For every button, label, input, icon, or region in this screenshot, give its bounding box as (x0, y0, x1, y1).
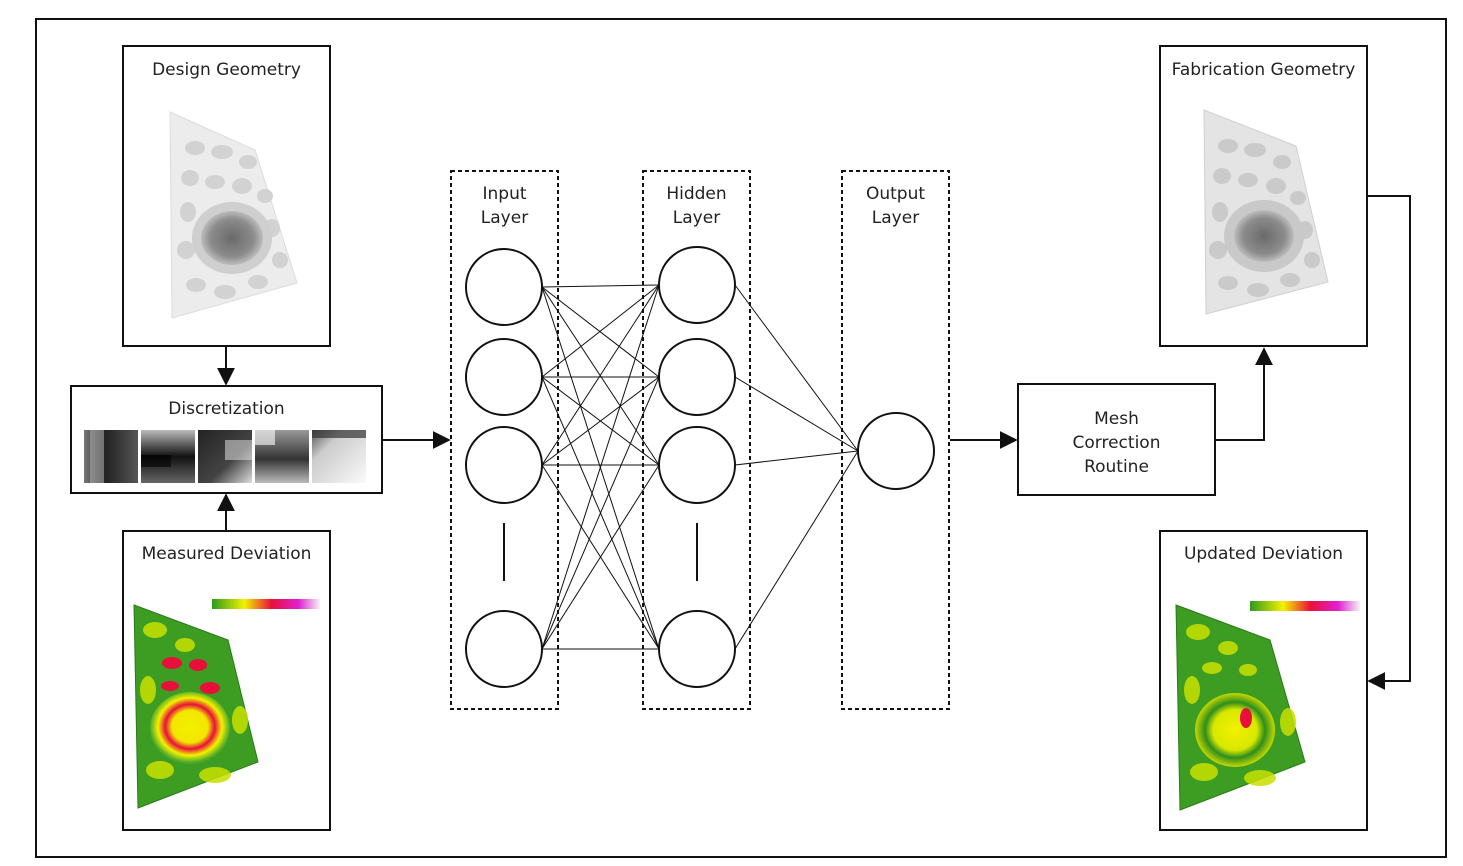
mesh-correction-box: Mesh Correction Routine (1017, 383, 1216, 496)
input-node-3 (465, 426, 543, 504)
hidden-layer-label-line1: Hidden (666, 184, 726, 204)
output-layer: Output Layer (841, 170, 950, 710)
connection-hidden-2-output (734, 376, 859, 452)
hidden-node-2 (658, 338, 736, 416)
hidden-node-n (658, 610, 736, 688)
arrow-fabrication-to-updated-deviation (1367, 195, 1411, 690)
updated-deviation-panel: Updated Deviation (1159, 530, 1368, 831)
connection-input-4-hidden-3 (541, 464, 660, 650)
mesh-correction-line2: Correction (1073, 433, 1161, 453)
connection-input-4-hidden-2 (541, 376, 660, 650)
input-node-n (465, 610, 543, 688)
connection-input-2-hidden-1 (541, 284, 660, 378)
connection-input-4-hidden-1 (541, 284, 660, 650)
input-node-1 (465, 248, 543, 326)
fabrication-geometry-panel: Fabrication Geometry (1159, 45, 1368, 347)
connection-input-1-hidden-1 (541, 284, 660, 288)
fabrication-geometry-image (1203, 109, 1329, 315)
updated-color-scale (1250, 601, 1360, 611)
measured-deviation-title: Measured Deviation (142, 544, 312, 564)
hidden-layer: Hidden Layer (642, 170, 751, 710)
design-geometry-image (169, 111, 298, 319)
mesh-correction-line3: Routine (1084, 457, 1149, 477)
discretization-title: Discretization (168, 399, 284, 419)
connection-input-3-hidden-1 (541, 284, 660, 466)
hidden-node-1 (658, 246, 736, 324)
output-node (857, 412, 935, 490)
input-layer: Input Layer (450, 170, 559, 710)
measured-deviation-map (133, 604, 259, 809)
flow-arrows (217, 195, 1411, 690)
updated-deviation-map (1175, 604, 1306, 811)
hidden-node-3 (658, 426, 736, 504)
connection-input-1-hidden-3 (541, 286, 660, 466)
connection-input-3-hidden-2 (541, 376, 660, 466)
design-geometry-panel: Design Geometry (122, 45, 331, 347)
output-layer-label-line2: Layer (872, 208, 919, 228)
input-layer-label-line1: Input (482, 184, 526, 204)
updated-deviation-title: Updated Deviation (1184, 544, 1343, 564)
arrow-mesh-correction-to-fabrication (1216, 347, 1273, 441)
connection-hidden-4-output (734, 450, 859, 650)
discretization-tiles (84, 430, 366, 483)
fabrication-geometry-title: Fabrication Geometry (1172, 60, 1356, 80)
design-geometry-title: Design Geometry (152, 60, 301, 80)
network-connections (541, 284, 859, 650)
measured-deviation-panel: Measured Deviation (122, 530, 331, 831)
connection-input-1-hidden-2 (541, 286, 660, 378)
discretization-panel: Discretization (70, 385, 383, 494)
connection-hidden-1-output (734, 284, 859, 452)
deviation-color-scale (212, 599, 320, 609)
outer-frame (35, 18, 1447, 858)
hidden-layer-label-line2: Layer (673, 208, 720, 228)
mesh-correction-line1: Mesh (1094, 409, 1139, 429)
output-layer-label-line1: Output (866, 184, 925, 204)
network-nodes (465, 246, 935, 688)
input-node-2 (465, 338, 543, 416)
connection-hidden-3-output (734, 450, 859, 466)
input-layer-label-line2: Layer (481, 208, 528, 228)
